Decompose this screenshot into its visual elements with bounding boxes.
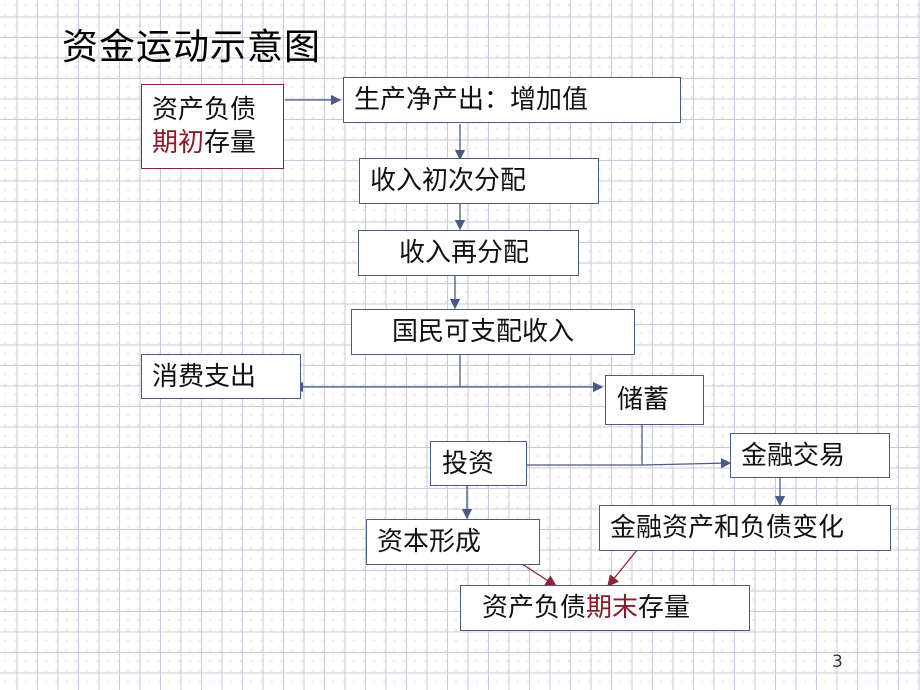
node-closing-stock: 资产负债期末存量 xyxy=(460,585,750,631)
node-redistribution: 收入再分配 xyxy=(358,230,579,276)
node-primary-distribution: 收入初次分配 xyxy=(359,158,599,204)
arrow-financial-changes-to-closing xyxy=(607,549,638,588)
closing-post: 存量 xyxy=(638,593,691,623)
arrow-to-financial-transactions xyxy=(641,458,732,469)
node-investment: 投资 xyxy=(430,441,527,486)
closing-pre: 资产负债 xyxy=(482,593,587,623)
node-saving: 储蓄 xyxy=(605,375,704,425)
node-production: 生产净产出：增加值 xyxy=(343,77,681,123)
opening-rest: 存量 xyxy=(204,127,257,158)
closing-highlight: 期末 xyxy=(586,593,639,623)
opening-highlight: 期初 xyxy=(152,127,205,158)
page-number: 3 xyxy=(832,652,843,672)
arrow-capital-formation-to-closing xyxy=(518,561,558,587)
node-opening-stock: 资产负债 期初存量 xyxy=(141,84,284,169)
node-capital-formation: 资本形成 xyxy=(366,519,540,565)
node-financial-transactions: 金融交易 xyxy=(730,433,890,478)
node-consumption: 消费支出 xyxy=(141,354,301,399)
opening-stock-line2: 期初存量 xyxy=(152,127,256,160)
opening-stock-line1: 资产负债 xyxy=(152,95,257,125)
page-title: 资金运动示意图 xyxy=(62,27,322,68)
node-disposable-income: 国民可支配收入 xyxy=(351,309,635,355)
node-financial-changes: 金融资产和负债变化 xyxy=(599,505,891,551)
